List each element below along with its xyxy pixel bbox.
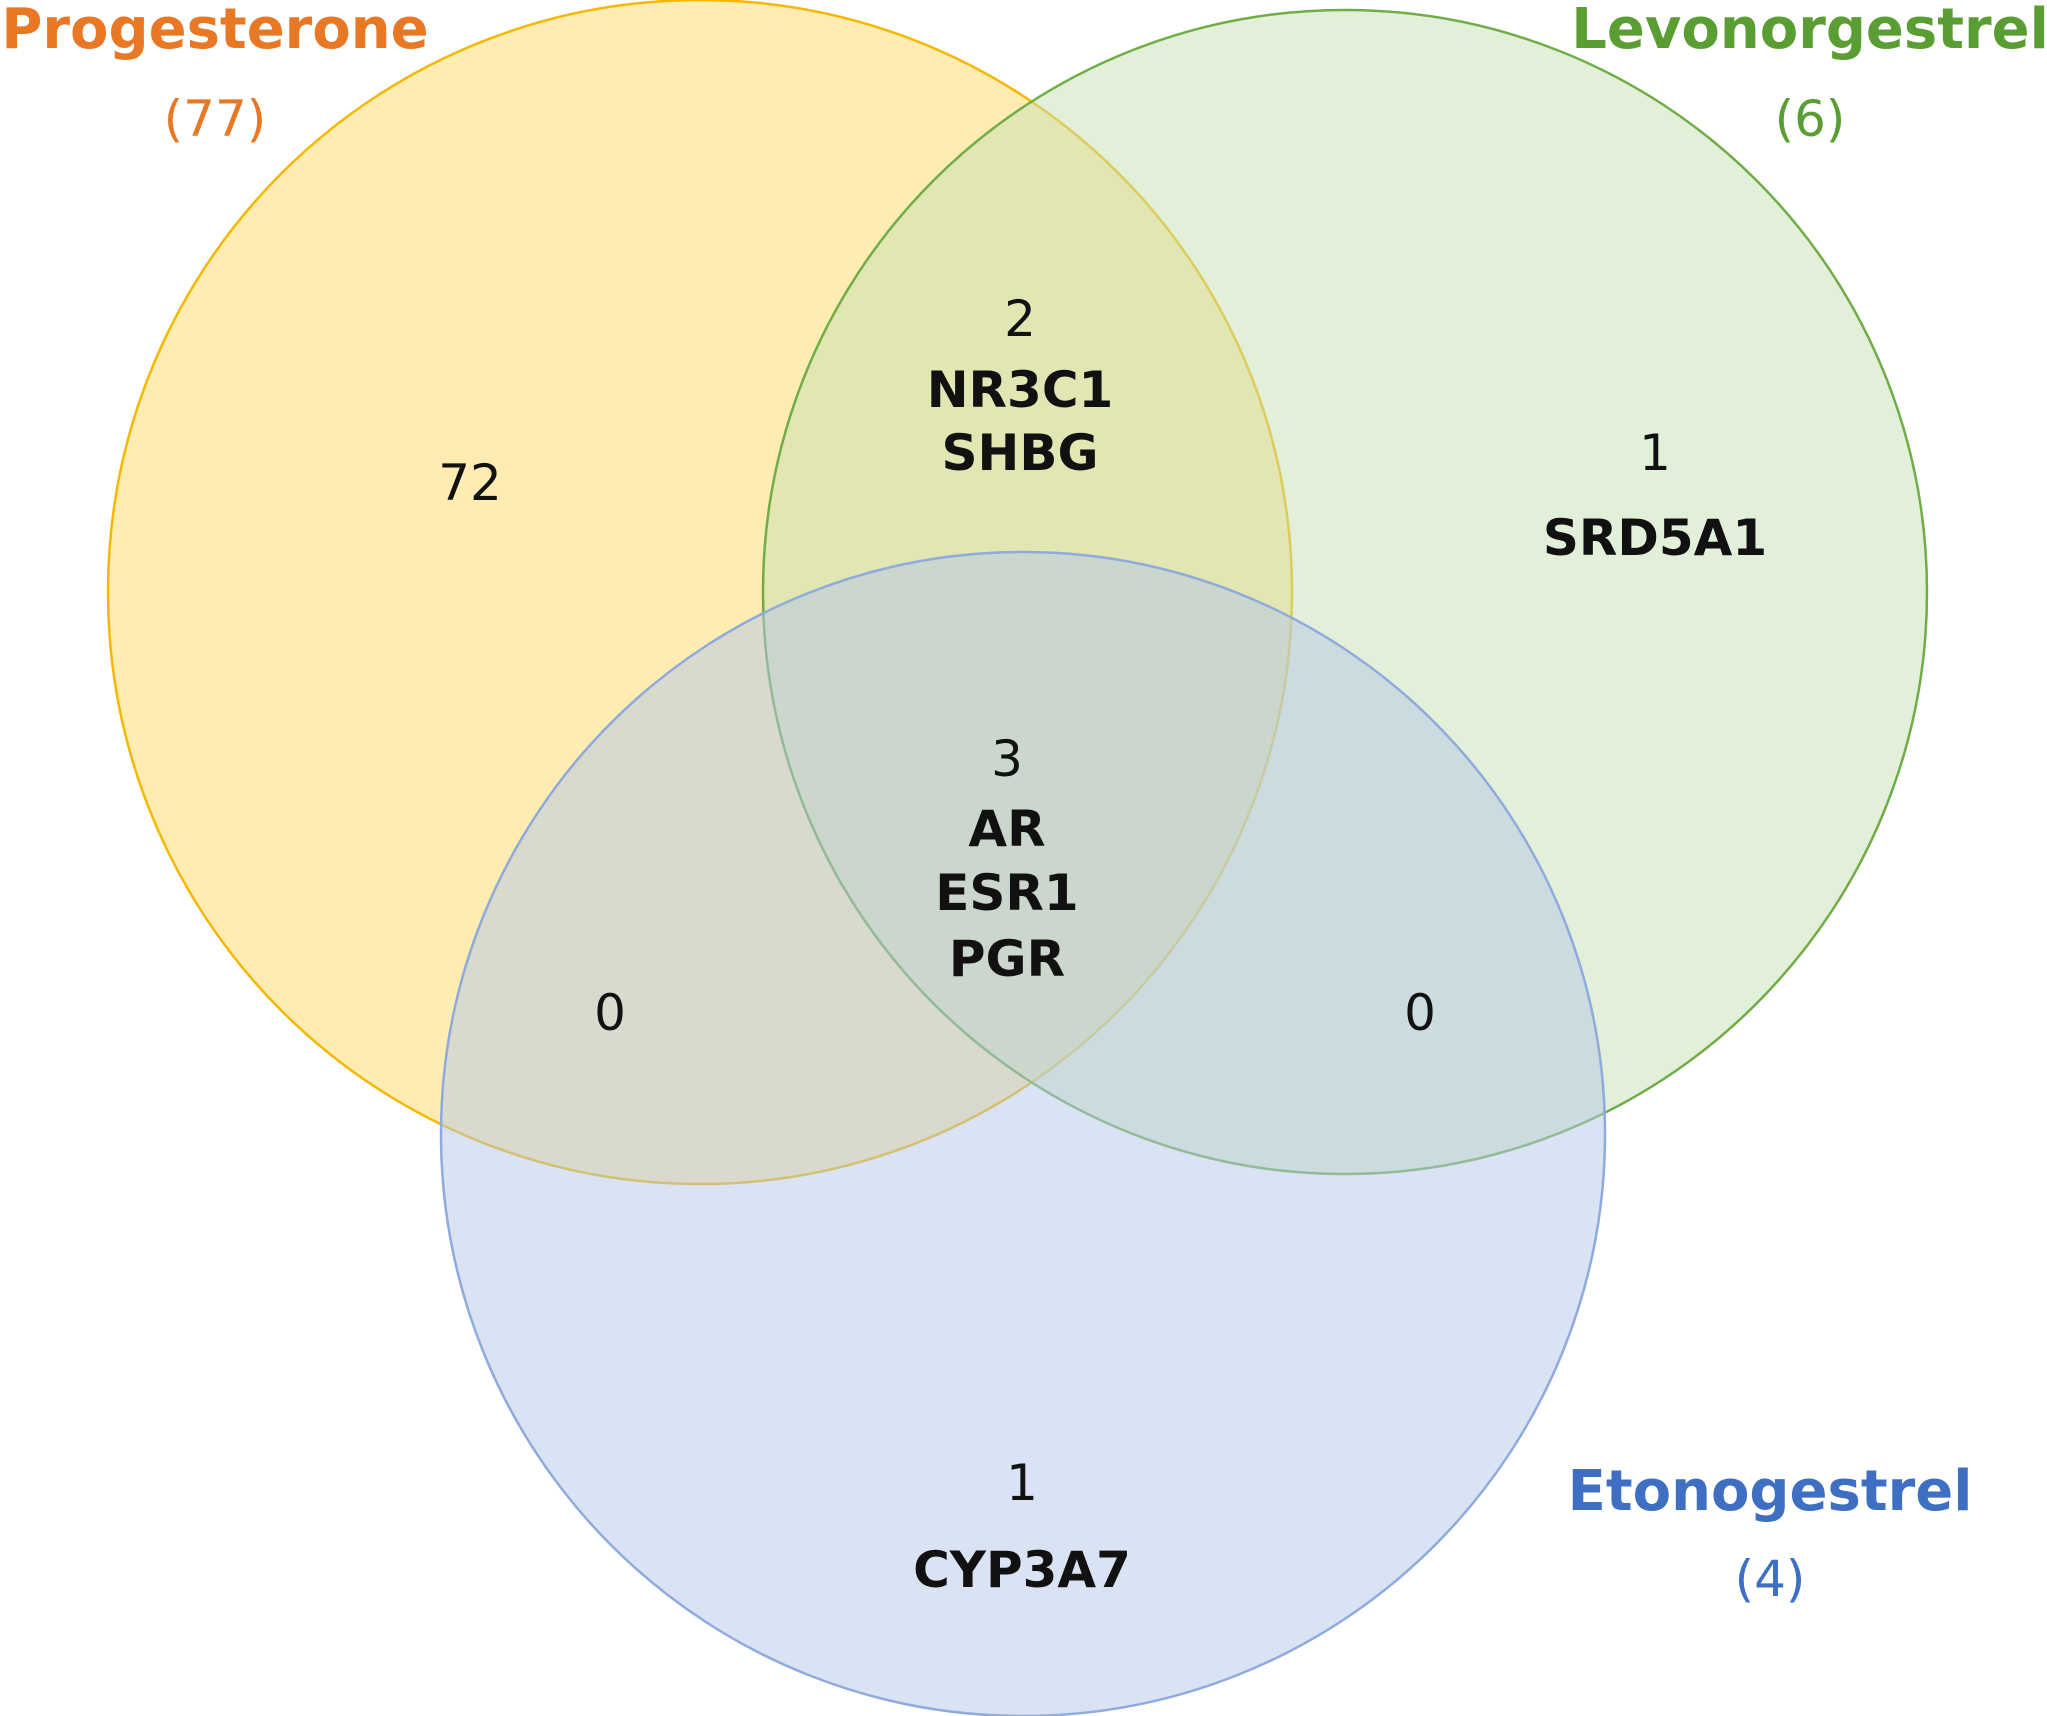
levonorgestrel-only-count: 1 bbox=[1639, 424, 1671, 482]
progesterone-levonorgestrel-count: 2 bbox=[1004, 290, 1036, 348]
etonogestrel-only-gene: CYP3A7 bbox=[913, 1541, 1131, 1599]
etonogestrel-total-count: (4) bbox=[1735, 1550, 1806, 1608]
progesterone-total-count: (77) bbox=[164, 90, 267, 148]
levonorgestrel-title: Levonorgestrel bbox=[1571, 0, 2047, 62]
progesterone-levonorgestrel-gene: SHBG bbox=[941, 424, 1098, 482]
progesterone-only-count: 72 bbox=[438, 454, 502, 512]
progesterone-title: Progesterone bbox=[1, 0, 428, 62]
progesterone-etonogestrel-count: 0 bbox=[594, 984, 626, 1042]
all-three-gene: PGR bbox=[949, 930, 1065, 988]
etonogestrel-circle bbox=[439, 550, 1607, 1716]
all-three-gene: ESR1 bbox=[935, 864, 1078, 922]
all-three-count: 3 bbox=[991, 730, 1023, 788]
etonogestrel-title: Etonogestrel bbox=[1568, 1459, 1973, 1524]
all-three-gene: AR bbox=[968, 800, 1045, 858]
levonorgestrel-etonogestrel-count: 0 bbox=[1404, 984, 1436, 1042]
progesterone-levonorgestrel-gene: NR3C1 bbox=[927, 361, 1114, 419]
etonogestrel-only-count: 1 bbox=[1006, 1454, 1038, 1512]
levonorgestrel-only-gene: SRD5A1 bbox=[1543, 509, 1767, 567]
levonorgestrel-total-count: (6) bbox=[1775, 90, 1846, 148]
